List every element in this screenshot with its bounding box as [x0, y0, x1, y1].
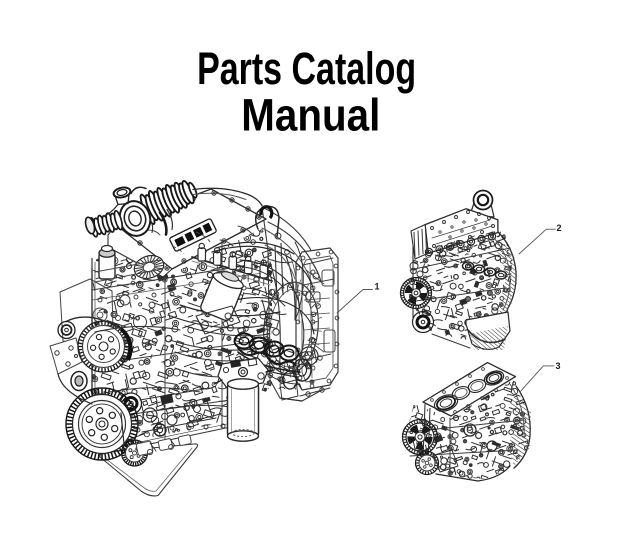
svg-text:Manual: Manual [241, 90, 380, 141]
svg-text:2: 2 [557, 223, 562, 233]
svg-text:1: 1 [375, 282, 380, 292]
svg-text:3: 3 [556, 361, 561, 371]
svg-text:Parts Catalog: Parts Catalog [197, 43, 416, 94]
